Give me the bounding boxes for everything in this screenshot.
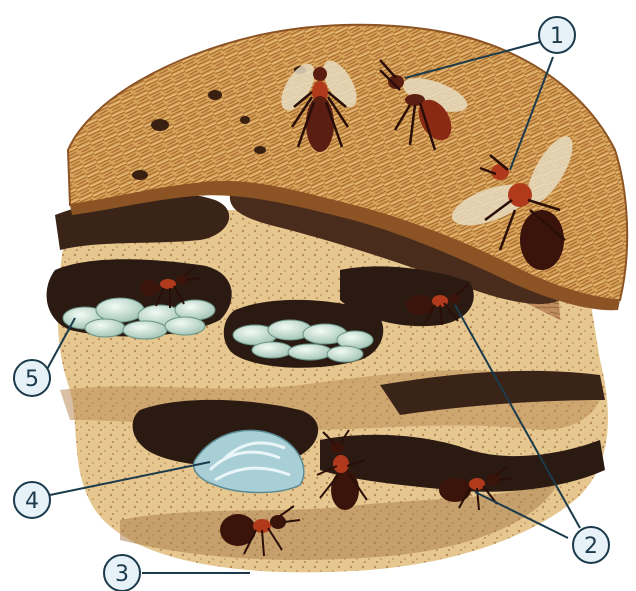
callout-3: 3: [104, 555, 140, 591]
callout-3-label: 3: [115, 562, 129, 587]
callout-4: 4: [14, 482, 50, 518]
callout-4-label: 4: [25, 489, 39, 514]
callout-1-label: 1: [550, 24, 564, 49]
callout-2-label: 2: [584, 534, 598, 559]
callout-5: 5: [14, 360, 50, 396]
callout-2: 2: [573, 527, 609, 563]
callout-1: 1: [539, 17, 575, 53]
callout-5-label: 5: [25, 367, 39, 392]
